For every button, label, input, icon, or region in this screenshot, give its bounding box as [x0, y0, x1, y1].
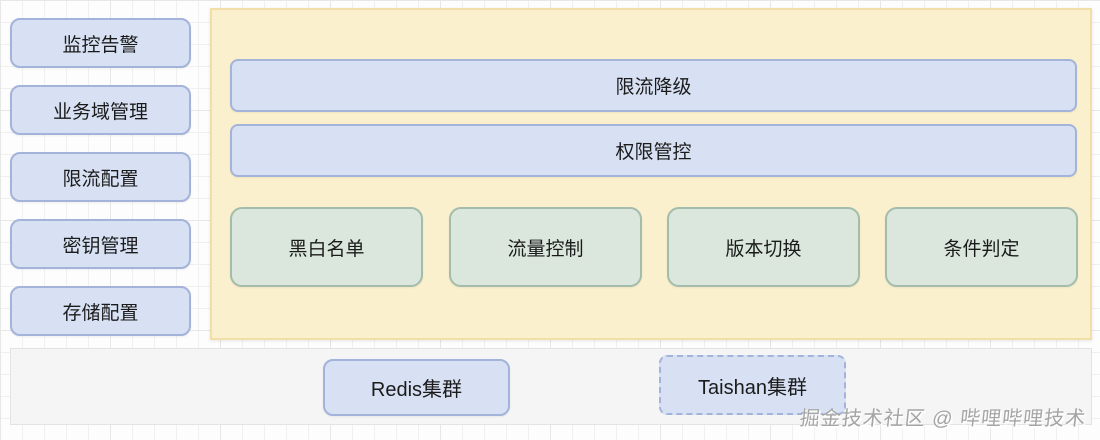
bar-permission-control: 权限管控	[230, 124, 1077, 177]
node-domain-manage: 业务域管理	[10, 85, 191, 135]
module-condition-judge: 条件判定	[885, 207, 1078, 287]
bar-rate-limit-degrade: 限流降级	[230, 59, 1077, 112]
node-label: 监控告警	[62, 34, 139, 56]
node-redis-cluster: Redis集群	[323, 359, 510, 416]
module-version-switch: 版本切换	[667, 207, 860, 287]
module-black-white-list: 黑白名单	[230, 207, 423, 287]
cluster-label: Taishan集群	[698, 376, 807, 399]
module-label: 版本切换	[725, 238, 802, 260]
bar-label: 限流降级	[615, 77, 692, 98]
node-label: 业务域管理	[52, 101, 148, 123]
node-monitor-alert: 监控告警	[10, 18, 191, 68]
cluster-label: Redis集群	[370, 379, 463, 401]
module-label: 条件判定	[943, 238, 1020, 260]
node-taishan-cluster: Taishan集群	[659, 355, 846, 415]
node-label: 限流配置	[62, 168, 139, 190]
node-label: 存储配置	[62, 302, 139, 324]
module-label: 流量控制	[507, 238, 584, 260]
watermark-text: 掘金技术社区 @ 哔哩哔哩技术	[798, 408, 1087, 430]
bar-label: 权限管控	[615, 142, 692, 163]
node-key-manage: 密钥管理	[10, 219, 191, 269]
platform-container: 限流降级 权限管控 黑白名单 流量控制 版本切换 条件判定	[210, 8, 1092, 340]
node-ratelimit-config: 限流配置	[10, 152, 191, 202]
node-label: 密钥管理	[62, 235, 139, 257]
node-storage-config: 存储配置	[10, 286, 191, 336]
module-label: 黑白名单	[288, 238, 365, 260]
storage-panel: Redis集群 Taishan集群	[10, 348, 1092, 425]
module-traffic-control: 流量控制	[449, 207, 642, 287]
